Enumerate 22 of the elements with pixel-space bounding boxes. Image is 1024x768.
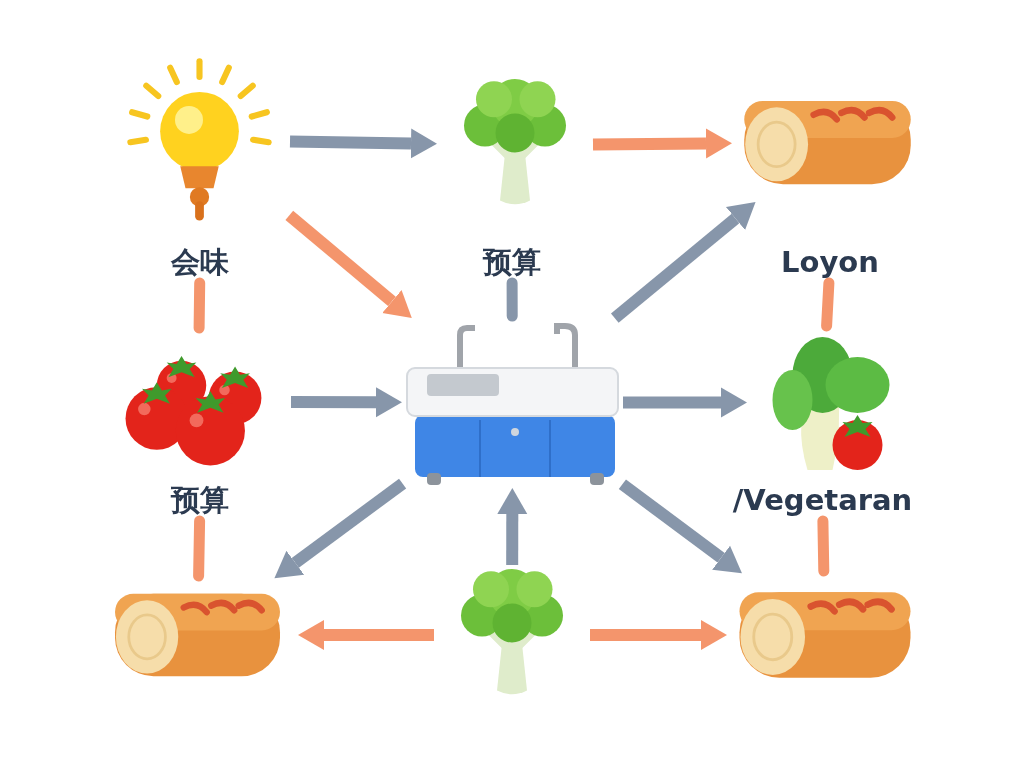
connector-line bbox=[821, 277, 835, 332]
arrow bbox=[290, 387, 402, 418]
arrow bbox=[618, 479, 742, 574]
label-text: /Vegetaran bbox=[720, 483, 925, 517]
arrow bbox=[497, 488, 528, 566]
arrow bbox=[298, 620, 434, 650]
label-text: 预算 bbox=[452, 245, 572, 279]
connector-line bbox=[817, 515, 830, 577]
connector-line bbox=[193, 277, 206, 334]
arrow bbox=[590, 620, 727, 650]
arrow bbox=[611, 201, 756, 323]
label-text: Loyon bbox=[760, 245, 900, 279]
arrow bbox=[289, 128, 437, 159]
arrow bbox=[274, 478, 407, 579]
arrow bbox=[623, 387, 747, 418]
label-text: 会味 bbox=[140, 245, 260, 279]
arrow bbox=[285, 210, 412, 319]
connector-line bbox=[506, 277, 518, 322]
sink-cabinet-drawing bbox=[405, 320, 620, 485]
connector-line bbox=[193, 515, 206, 582]
label-text: 预算 bbox=[140, 483, 260, 517]
arrow bbox=[592, 128, 732, 159]
